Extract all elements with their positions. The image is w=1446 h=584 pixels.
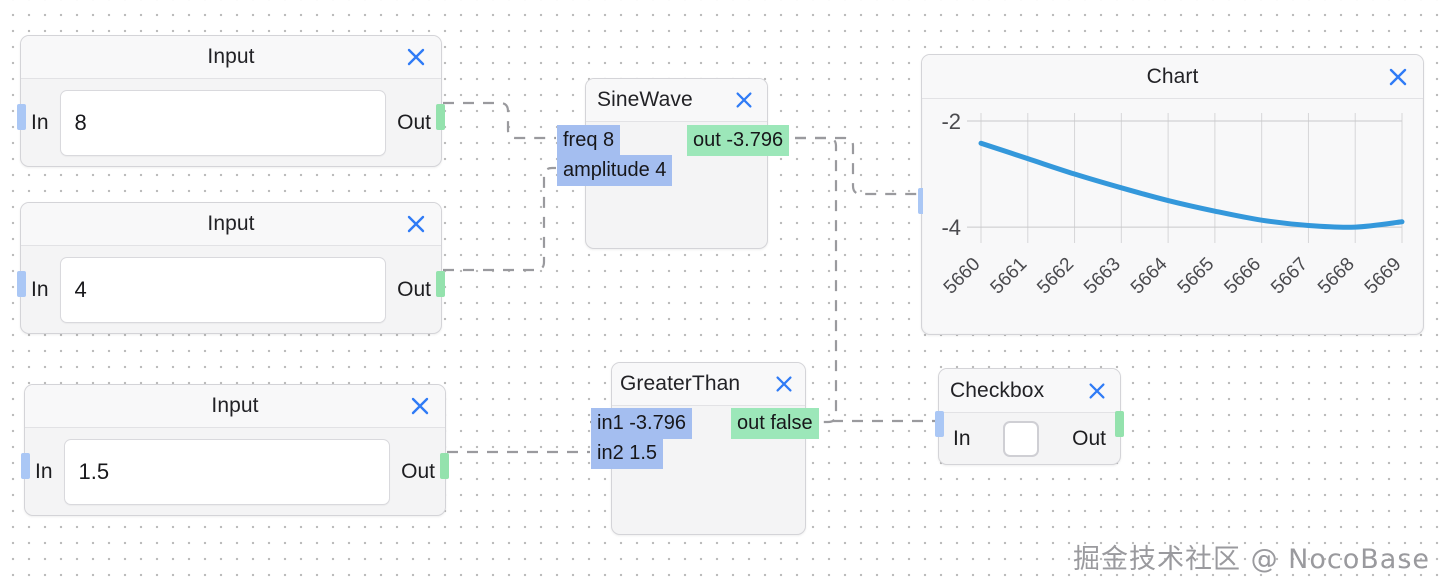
svg-text:5668: 5668 [1314,254,1359,299]
node-chart[interactable]: Chart In -2-4566056615662566356645665566… [918,54,1424,335]
checkbox-input[interactable] [1003,421,1040,457]
in-port-label: In [31,277,49,301]
svg-text:5660: 5660 [940,254,985,299]
edge-input8-to-freq [443,101,556,140]
node-checkbox[interactable]: Checkbox In Out [935,368,1124,465]
input-handle[interactable] [918,188,927,214]
close-icon[interactable] [403,211,429,237]
value-input[interactable]: 4 [59,256,387,323]
svg-text:-2: -2 [941,109,961,134]
node-header: Checkbox [939,369,1120,413]
svg-text:5667: 5667 [1267,254,1312,299]
port-chip-amplitude[interactable]: amplitude 4 [557,155,673,186]
node-title: GreaterThan [620,372,741,395]
watermark: 掘金技术社区 @ NocoBase [1073,544,1430,575]
edge-sine-to-chart [795,136,918,196]
node-header: GreaterThan [612,363,805,406]
out-port-label: Out [397,110,431,134]
node-greaterthan[interactable]: GreaterThan in1 -3.796 in2 1.5 out false [591,362,819,535]
node-sinewave[interactable]: SineWave freq 8 amplitude 4 out -3.796 [557,78,790,249]
value-input[interactable]: 8 [59,89,387,156]
svg-text:5662: 5662 [1033,254,1078,299]
node-title: SineWave [597,88,693,111]
node-header: Chart [922,55,1423,99]
output-handle[interactable] [436,271,445,297]
node-title: Chart [1146,64,1199,88]
close-icon[interactable] [403,44,429,70]
output-handle[interactable] [436,104,445,130]
node-input-1.5[interactable]: Input In 1.5 Out [21,384,449,516]
out-port-label: Out [1072,427,1106,450]
svg-text:-4: -4 [941,215,961,240]
input-handle[interactable] [17,271,26,297]
port-chip-in1[interactable]: in1 -3.796 [591,408,692,439]
close-icon[interactable] [1385,64,1411,90]
svg-text:5665: 5665 [1174,254,1219,299]
svg-text:5664: 5664 [1127,253,1172,298]
port-chip-in2[interactable]: in2 1.5 [591,438,664,469]
input-handle[interactable] [21,453,30,479]
in-port-label: In [31,110,49,134]
port-chip-out[interactable]: out false [731,408,819,439]
input-handle[interactable] [17,104,26,130]
node-body: In 4 Out [21,246,441,333]
close-icon[interactable] [731,87,757,113]
svg-text:5666: 5666 [1220,254,1265,299]
svg-text:5663: 5663 [1080,254,1125,299]
close-icon[interactable] [771,371,797,397]
node-header: Input [21,36,441,79]
node-header: Input [21,203,441,246]
node-input-8[interactable]: Input In 8 Out [17,35,445,167]
svg-text:5669: 5669 [1361,254,1406,299]
node-header: Input [25,385,445,428]
close-icon[interactable] [1084,378,1110,404]
edge-input4-to-amplitude [443,166,556,272]
svg-text:5661: 5661 [987,254,1032,299]
node-body: In 8 Out [21,79,441,166]
node-body: In Out [939,413,1120,465]
out-port-label: Out [401,459,435,483]
close-icon[interactable] [407,393,433,419]
port-chip-freq[interactable]: freq 8 [557,125,621,156]
out-port-label: Out [397,277,431,301]
port-chip-out[interactable]: out -3.796 [687,125,790,156]
in-port-label: In [953,427,971,450]
node-title: Checkbox [950,378,1045,402]
input-handle[interactable] [935,411,944,437]
node-header: SineWave [586,79,767,122]
output-handle[interactable] [1115,411,1124,437]
value-input[interactable]: 1.5 [63,438,391,505]
node-title: Input [211,394,259,417]
node-title: Input [207,45,255,68]
in-port-label: In [35,459,53,483]
node-body: In 1.5 Out [25,428,445,515]
node-input-4[interactable]: Input In 4 Out [17,202,445,334]
output-handle[interactable] [440,453,449,479]
node-title: Input [207,212,255,235]
